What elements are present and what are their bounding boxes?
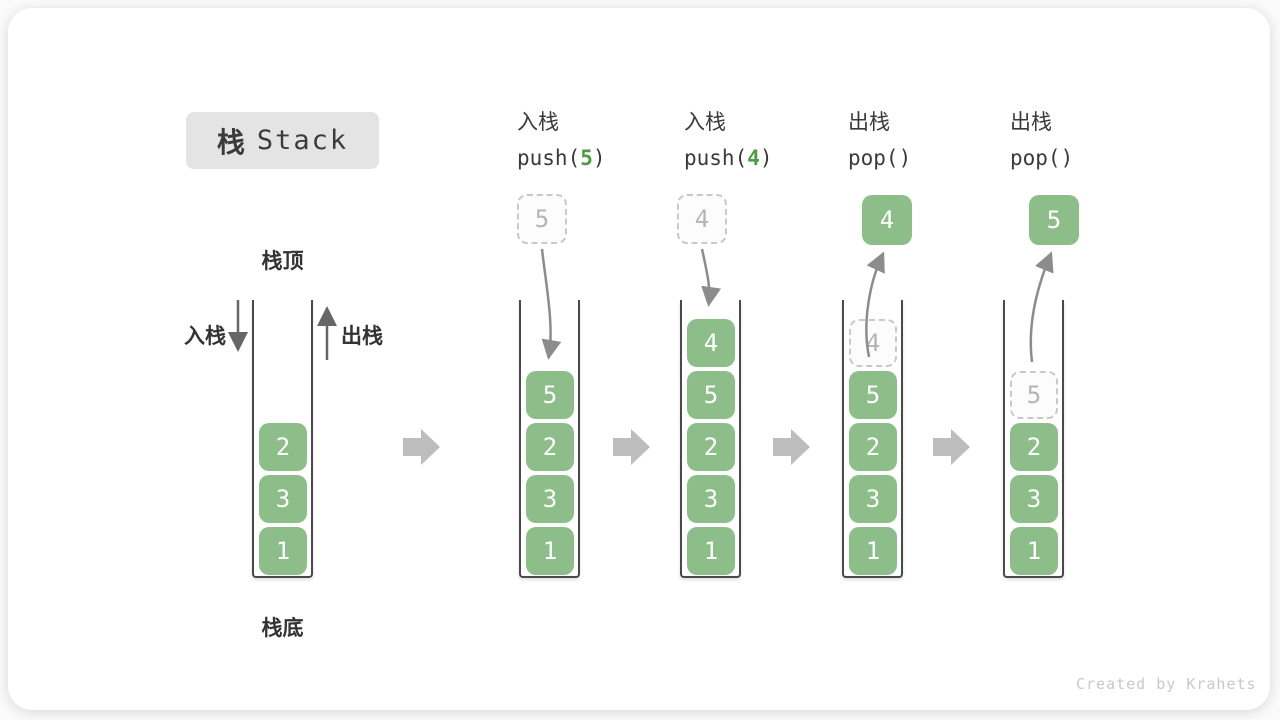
op-label: 入栈: [684, 111, 726, 134]
stack-cell: 4: [687, 319, 735, 367]
incoming-value-box: 4: [677, 194, 727, 244]
diagram-title: 栈 Stack: [186, 112, 379, 169]
op-code: push(5): [517, 146, 606, 170]
title-zh: 栈: [216, 126, 245, 158]
op-label: 出栈: [1010, 111, 1052, 134]
stack-cell: 1: [849, 527, 897, 575]
op-label: 出栈: [848, 111, 890, 134]
stack-cell: 5: [687, 371, 735, 419]
stack-cell: 5: [849, 371, 897, 419]
stack-cell: 2: [687, 423, 735, 471]
credit-text: Created by Krahets: [1076, 675, 1257, 693]
op-code: push(4): [684, 146, 773, 170]
stack-cell: 3: [526, 475, 574, 523]
header-push-5: 入栈 push(5): [517, 106, 606, 170]
label-push-side: 入栈: [184, 325, 226, 348]
stack-cell: 2: [259, 423, 307, 471]
op-label: 入栈: [517, 111, 559, 134]
stack-cell-ghost: 4: [849, 319, 897, 367]
stack-cell: 1: [526, 527, 574, 575]
stack-cell: 3: [687, 475, 735, 523]
stack-cell: 3: [259, 475, 307, 523]
label-stack-bottom: 栈底: [261, 617, 304, 640]
stack-cell: 2: [1010, 423, 1058, 471]
stack-cell: 1: [687, 527, 735, 575]
stack-cell: 5: [526, 371, 574, 419]
header-pop-5: 出栈 pop(): [1010, 106, 1073, 170]
stack-cell: 3: [1010, 475, 1058, 523]
stack-cell-ghost: 5: [1010, 371, 1058, 419]
stack-cell: 2: [849, 423, 897, 471]
op-code: pop(): [1010, 146, 1074, 170]
label-stack-top: 栈顶: [261, 250, 304, 273]
incoming-value-box: 5: [517, 194, 567, 244]
stack-cell: 3: [849, 475, 897, 523]
label-pop-side: 出栈: [341, 325, 383, 348]
title-en: Stack: [256, 125, 349, 156]
op-code: pop(): [848, 146, 912, 170]
stack-cell: 1: [1010, 527, 1058, 575]
stack-cell: 2: [526, 423, 574, 471]
header-push-4: 入栈 push(4): [684, 106, 773, 170]
popped-value-box: 4: [862, 195, 912, 245]
stack-cell: 1: [259, 527, 307, 575]
header-pop-4: 出栈 pop(): [848, 106, 911, 170]
popped-value-box: 5: [1029, 195, 1079, 245]
